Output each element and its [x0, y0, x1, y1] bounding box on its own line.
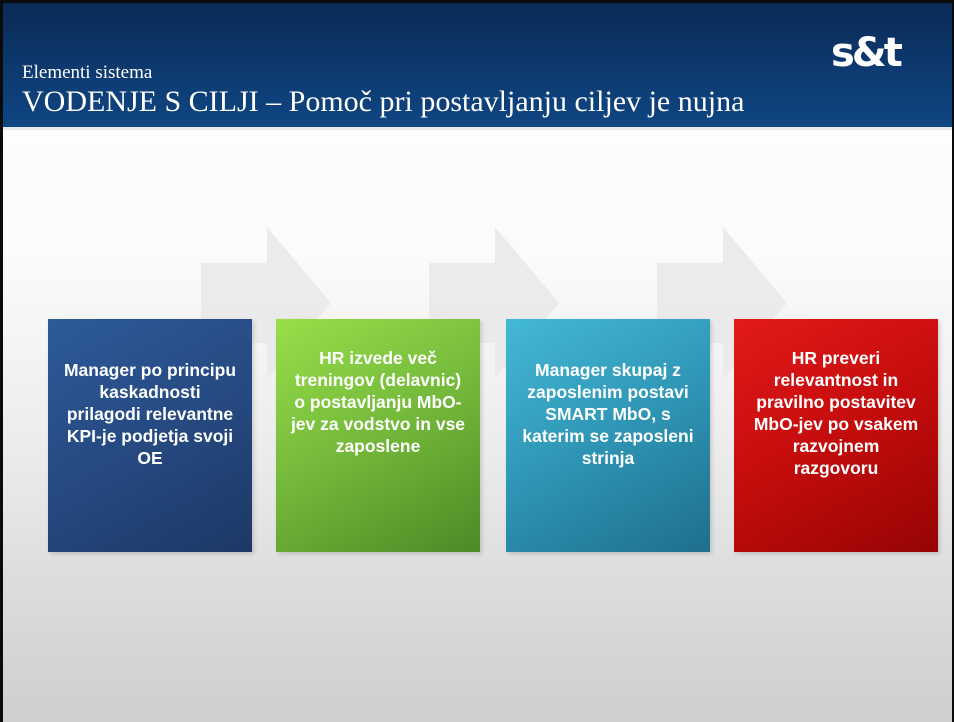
slide-header: Elementi sistema VODENJE S CILJI – Pomoč…	[3, 3, 952, 127]
process-step-2: HR izvede več treningov (delavnic) o pos…	[276, 319, 480, 552]
section-subtitle: Elementi sistema	[22, 62, 153, 83]
process-step-1-text: Manager po principu kaskadnosti prilagod…	[63, 360, 237, 468]
process-step-4: HR preveri relevantnost in pravilno post…	[734, 319, 938, 552]
process-step-3-text: Manager skupaj z zaposlenim postavi SMAR…	[522, 360, 694, 468]
header-divider	[3, 127, 952, 130]
process-step-1: Manager po principu kaskadnosti prilagod…	[48, 319, 252, 552]
process-step-2-text: HR izvede več treningov (delavnic) o pos…	[290, 348, 466, 456]
process-step-3: Manager skupaj z zaposlenim postavi SMAR…	[506, 319, 710, 552]
st-logo: s&t	[831, 30, 903, 76]
process-step-4-text: HR preveri relevantnost in pravilno post…	[753, 348, 919, 478]
slide-title: VODENJE S CILJI – Pomoč pri postavljanju…	[22, 85, 745, 118]
